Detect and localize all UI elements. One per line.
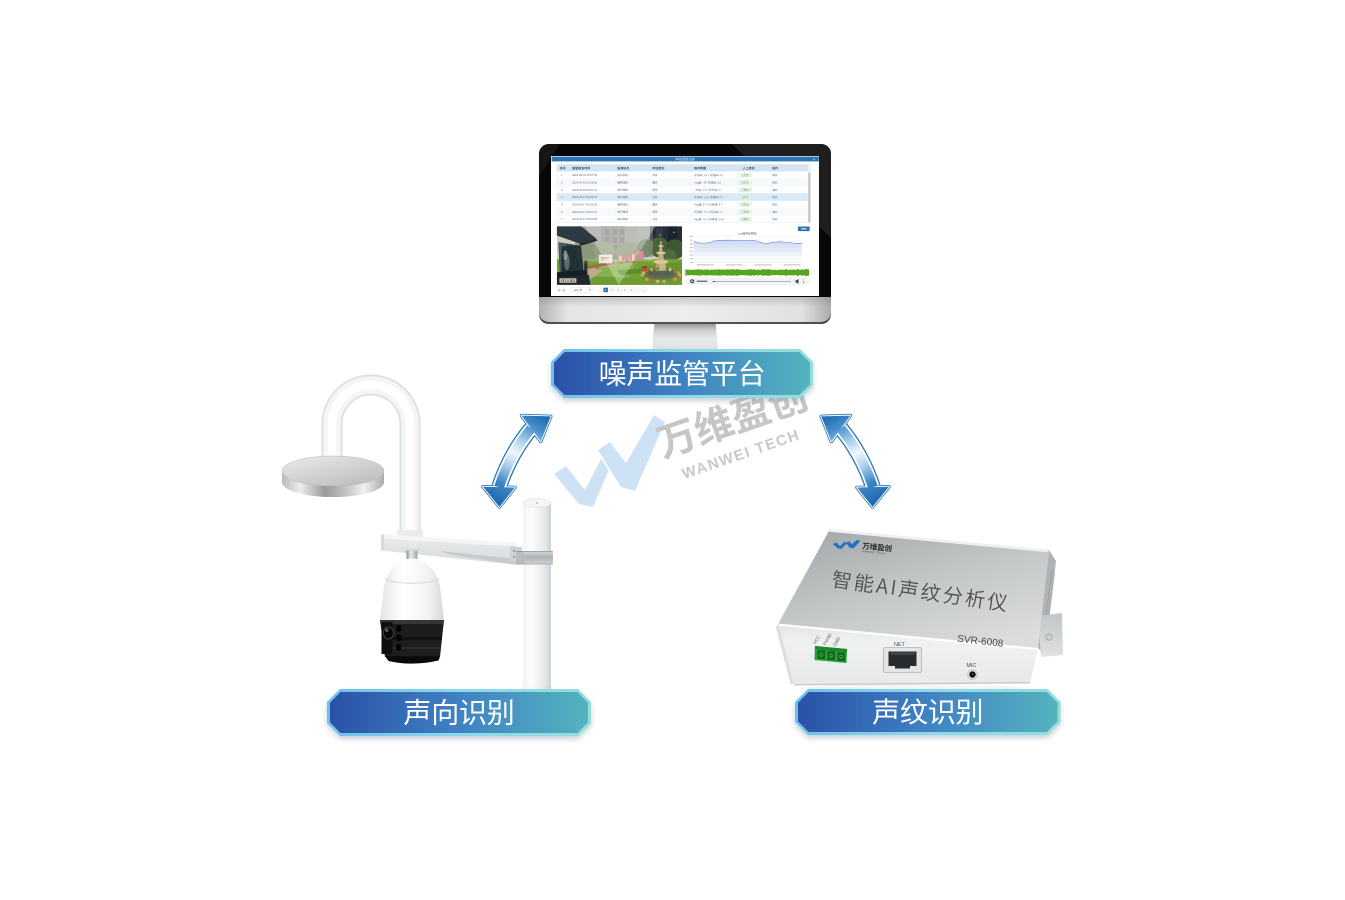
svg-text:2023-04-18 09:57:27: 2023-04-18 09:57:27	[572, 187, 597, 191]
svg-text:声纹识别: 声纹识别	[872, 697, 983, 728]
svg-text:PGND: PGND	[822, 633, 833, 646]
svg-text:4: 4	[624, 288, 626, 292]
svg-text:5: 5	[630, 288, 632, 292]
svg-text:2023-04-17 09:46:37: 2023-04-17 09:46:37	[572, 195, 597, 199]
svg-text:VCC: VCC	[812, 634, 821, 645]
svg-text:3: 3	[561, 187, 563, 191]
svg-text:5: 5	[561, 202, 563, 206]
svg-text:2023-04-17 09:32:25: 2023-04-17 09:32:25	[572, 202, 597, 206]
svg-text:6: 6	[561, 209, 563, 213]
svg-text:SVR-6008: SVR-6008	[957, 634, 1005, 650]
svg-text:GND: GND	[832, 636, 841, 647]
svg-text:NET: NET	[894, 642, 905, 648]
svg-text:2023-04-17 09:07:37: 2023-04-17 09:07:37	[572, 209, 597, 213]
svg-text:»: »	[643, 288, 645, 292]
svg-text:‹: ‹	[599, 288, 600, 292]
svg-text:2: 2	[611, 288, 613, 292]
svg-text:F12 0 903: F12 0 903	[560, 278, 575, 282]
svg-text:2023-04-18 10:57:35: 2023-04-18 10:57:35	[572, 173, 597, 177]
svg-text:1: 1	[605, 288, 607, 292]
svg-text:×: ×	[813, 157, 815, 161]
svg-text:噪声监管平台: 噪声监管平台	[599, 359, 766, 390]
svg-text:WANWEI TECH: WANWEI TECH	[862, 549, 885, 555]
svg-text:2023-04-17 09:00:05: 2023-04-17 09:00:05	[572, 217, 597, 221]
svg-text:3: 3	[617, 288, 619, 292]
svg-text:›: ›	[637, 288, 638, 292]
svg-text:7: 7	[561, 217, 563, 221]
svg-text:1: 1	[561, 173, 563, 177]
svg-text:声向识别: 声向识别	[403, 698, 514, 729]
svg-text:4: 4	[561, 195, 563, 199]
svg-text:2: 2	[561, 180, 563, 184]
svg-text:MIC: MIC	[967, 663, 977, 669]
svg-text:2023-04-18 10:26:20: 2023-04-18 10:26:20	[572, 180, 597, 184]
